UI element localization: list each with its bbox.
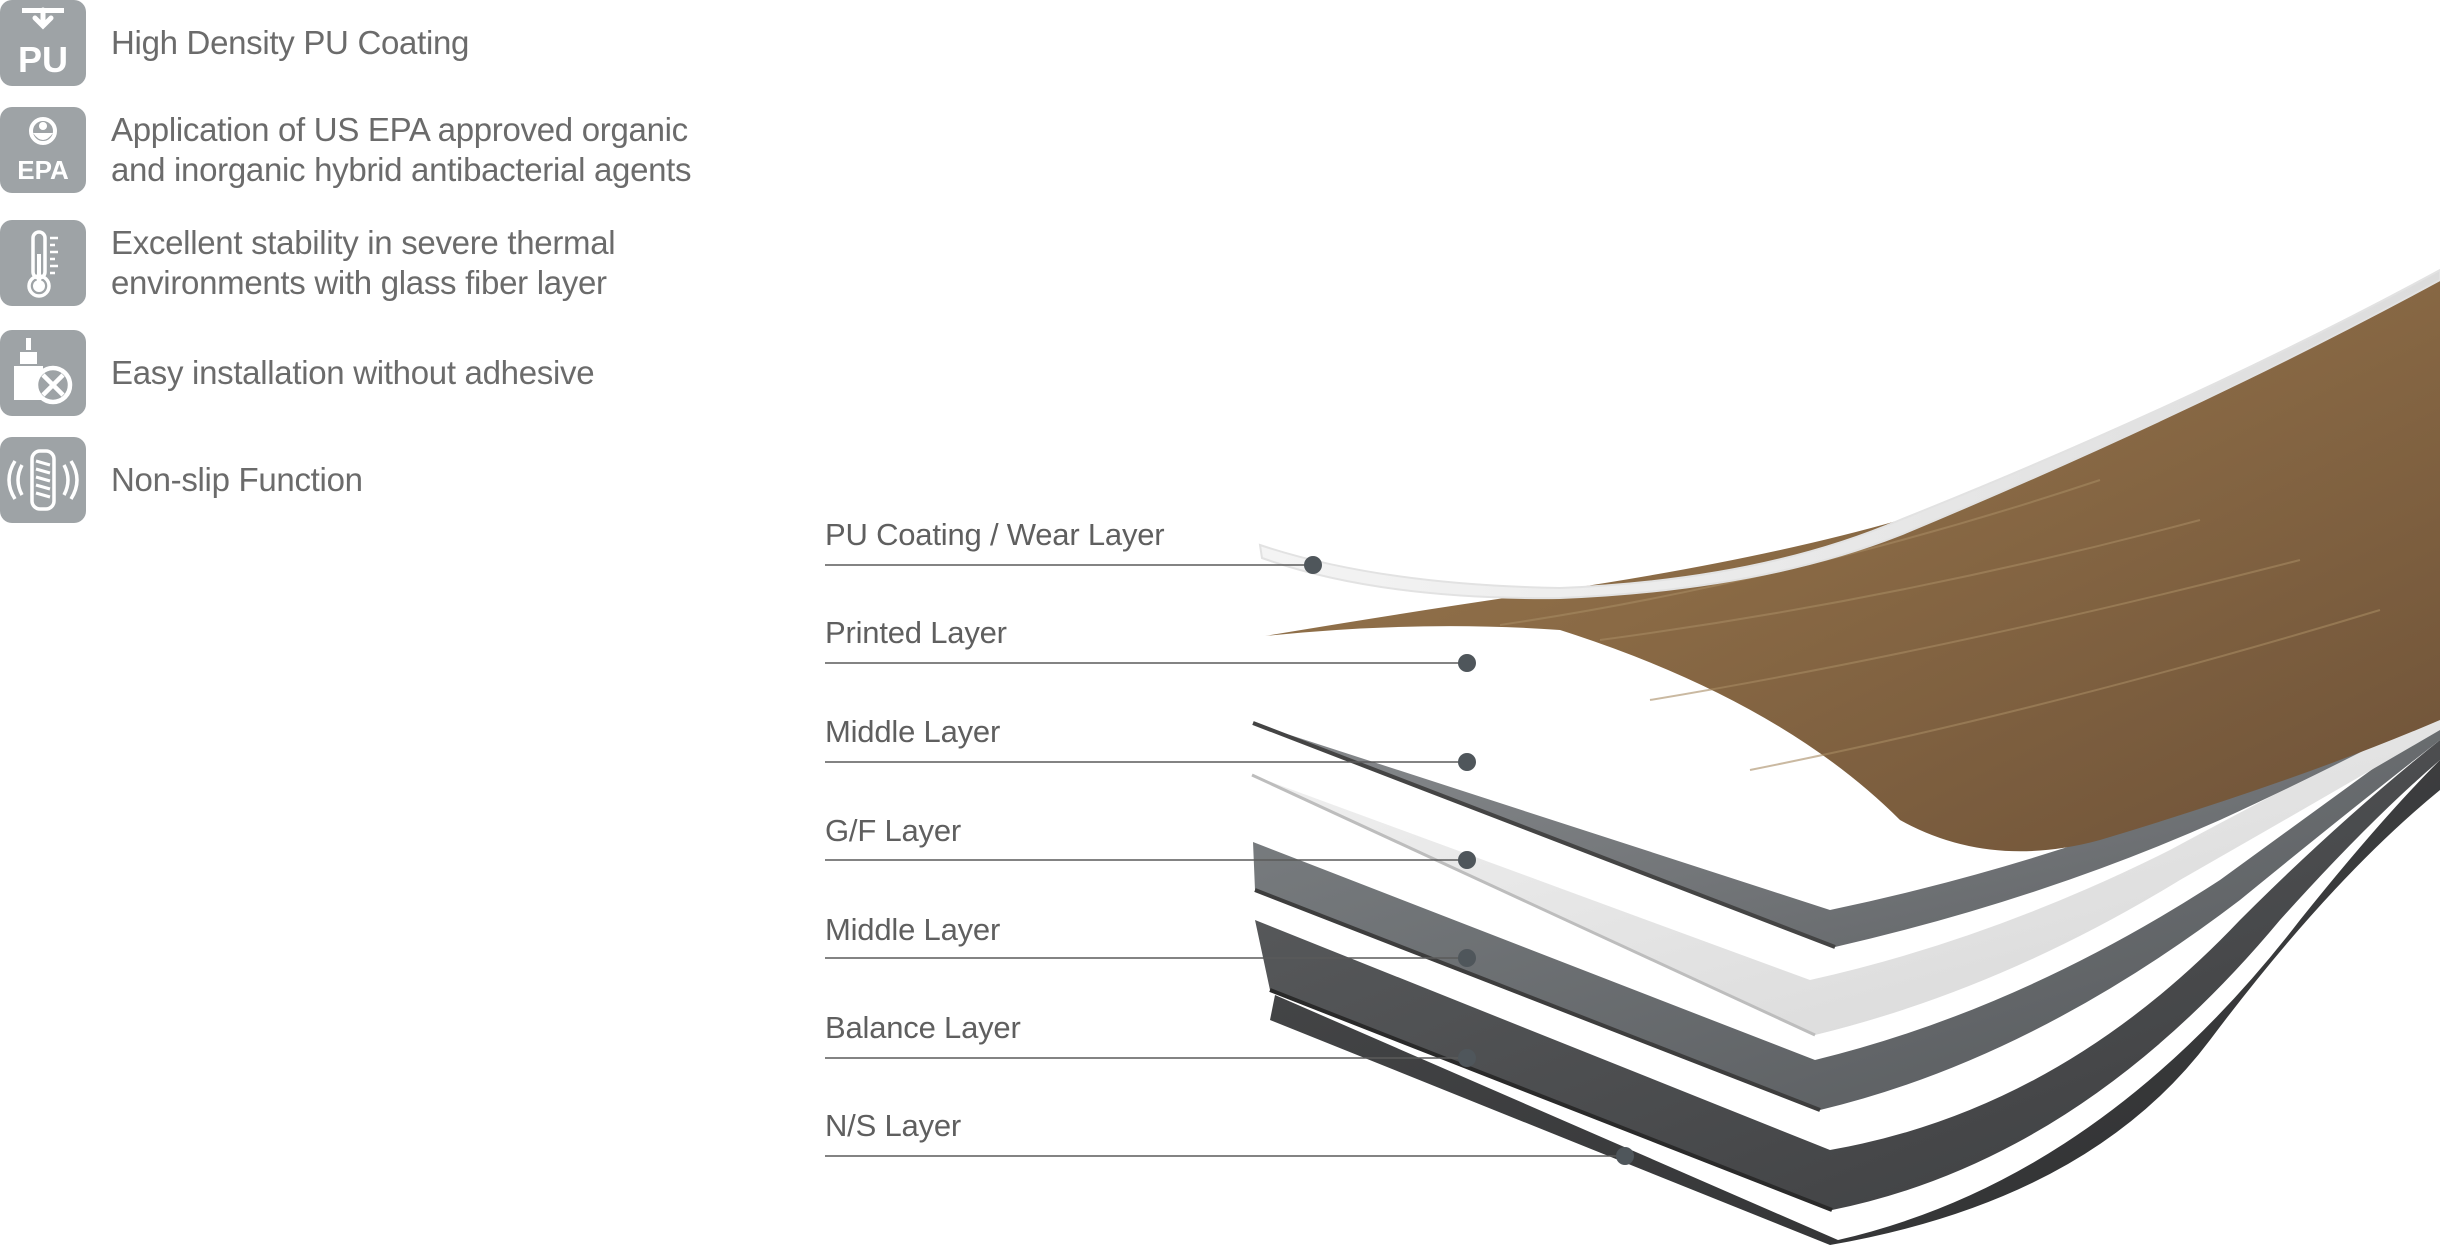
- feature-line: environments with glass fiber layer: [111, 264, 607, 301]
- balance-layer-sheet: [1255, 740, 2440, 1210]
- leader-dot: [1458, 851, 1476, 869]
- leader-lines: [825, 556, 1634, 1165]
- leader-dot: [1458, 753, 1476, 771]
- leader-dot: [1616, 1147, 1634, 1165]
- thermometer-icon: [0, 220, 86, 306]
- middle-layer-1-sheet: [1253, 690, 2440, 947]
- pu-wear-layer-sheet: [1258, 268, 2440, 600]
- feature-non-slip: Non-slip Function: [0, 437, 363, 523]
- feature-line: and inorganic hybrid antibacterial agent…: [111, 151, 692, 188]
- wood-grain: [1499, 479, 2381, 771]
- middle-layer-2-edge: [1254, 888, 1821, 1112]
- gf-layer-sheet: [1252, 710, 2440, 1035]
- feature-line: Easy installation without adhesive: [111, 354, 595, 391]
- feature-text: Easy installation without adhesive: [111, 353, 595, 393]
- feature-no-adhesive: Easy installation without adhesive: [0, 330, 595, 416]
- layer-label: N/S Layer: [825, 1108, 962, 1143]
- layer-label: PU Coating / Wear Layer: [825, 517, 1165, 552]
- epa-icon-text: EPA: [17, 155, 69, 185]
- layer-label: Printed Layer: [825, 615, 1007, 650]
- non-slip-icon: [0, 437, 86, 523]
- ns-layer-sheet: [1270, 760, 2440, 1245]
- feature-text: High Density PU Coating: [111, 23, 469, 63]
- middle-layer-2-sheet: [1253, 720, 2440, 1110]
- feature-epa: EPA Application of US EPA approved organ…: [0, 107, 692, 193]
- no-adhesive-icon: [0, 330, 86, 416]
- feature-line: Non-slip Function: [111, 461, 363, 498]
- printed-layer-sheet: [1265, 270, 2440, 852]
- feature-line: High Density PU Coating: [111, 24, 470, 61]
- pu-coating-icon: PU: [0, 0, 86, 86]
- feature-pu-coating: PU High Density PU Coating: [0, 0, 469, 86]
- middle-layer-1-edge: [1252, 721, 1836, 949]
- feature-text: Application of US EPA approved organic a…: [111, 110, 692, 190]
- gf-layer-edge: [1251, 773, 1816, 1037]
- feature-text: Non-slip Function: [111, 460, 363, 500]
- feature-line: Excellent stability in severe thermal: [111, 224, 616, 261]
- layer-label: Middle Layer: [825, 912, 1001, 947]
- leader-dot: [1304, 556, 1322, 574]
- feature-line: Application of US EPA approved organic: [111, 111, 688, 148]
- pu-icon-text: PU: [18, 39, 68, 80]
- balance-layer-edge: [1269, 988, 1833, 1212]
- layer-label: G/F Layer: [825, 813, 962, 848]
- layer-label: Balance Layer: [825, 1010, 1021, 1045]
- leader-dot: [1458, 654, 1476, 672]
- feature-text: Excellent stability in severe thermal en…: [111, 223, 616, 303]
- leader-dot: [1458, 1049, 1476, 1067]
- layer-label: Middle Layer: [825, 714, 1001, 749]
- epa-icon: EPA: [0, 107, 86, 193]
- feature-thermal: Excellent stability in severe thermal en…: [0, 220, 616, 306]
- leader-dot: [1458, 949, 1476, 967]
